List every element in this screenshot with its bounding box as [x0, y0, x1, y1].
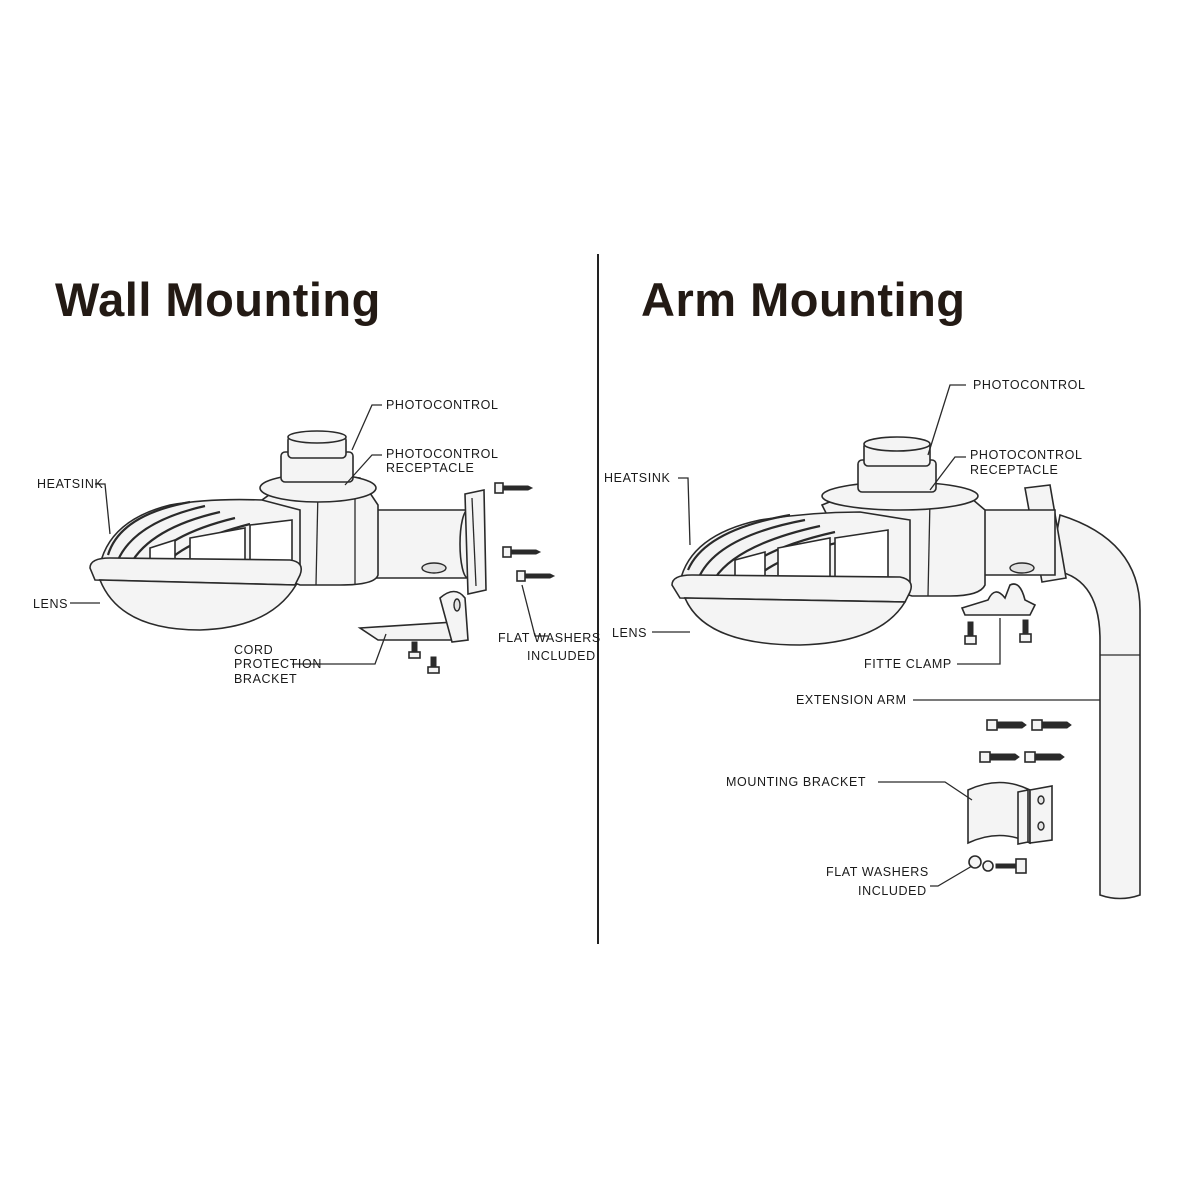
arm-fitte-clamp-label: FITTE CLAMP [864, 657, 952, 671]
arm-receptacle-label-line1: PHOTOCONTROL [970, 448, 1083, 462]
arm-photocontrol-label: PHOTOCONTROL [973, 378, 1086, 392]
arm-mounting-title: Arm Mounting [641, 273, 966, 326]
wall-lens-label: LENS [33, 597, 69, 611]
wall-cord-label-line2: PROTECTION [234, 657, 322, 671]
wall-cord-label-line1: CORD [234, 643, 274, 657]
arm-lens-label: LENS [612, 626, 648, 640]
wall-cord-label-line3: BRACKET [234, 672, 298, 686]
arm-washers-label-line1: FLAT WASHERS [826, 865, 929, 879]
arm-leader-lines [652, 384, 1100, 887]
arm-extension-arm-label: EXTENSION ARM [796, 693, 907, 707]
arm-bracket-screws [979, 719, 1072, 763]
wall-screws [494, 482, 556, 582]
panel-divider [597, 254, 599, 944]
arm-receptacle-label-line2: RECEPTACLE [970, 463, 1059, 477]
wall-washers-label-line2: INCLUDED [527, 649, 596, 663]
wall-mounting-title: Wall Mounting [55, 273, 381, 326]
wall-heatsink-label: HEATSINK [37, 477, 104, 491]
wall-fixture-drawing [89, 430, 556, 674]
wall-receptacle-label-line1: PHOTOCONTROL [386, 447, 499, 461]
wall-leader-lines [70, 404, 548, 665]
wall-photocontrol-label: PHOTOCONTROL [386, 398, 499, 412]
arm-heatsink-label: HEATSINK [604, 471, 671, 485]
wall-receptacle-label-line2: RECEPTACLE [386, 461, 475, 475]
arm-mounting-bracket-label: MOUNTING BRACKET [726, 775, 867, 789]
wall-washers-label-line1: FLAT WASHERS [498, 631, 601, 645]
arm-fixture-drawing [671, 436, 1141, 900]
arm-washers-label-line2: INCLUDED [858, 884, 927, 898]
